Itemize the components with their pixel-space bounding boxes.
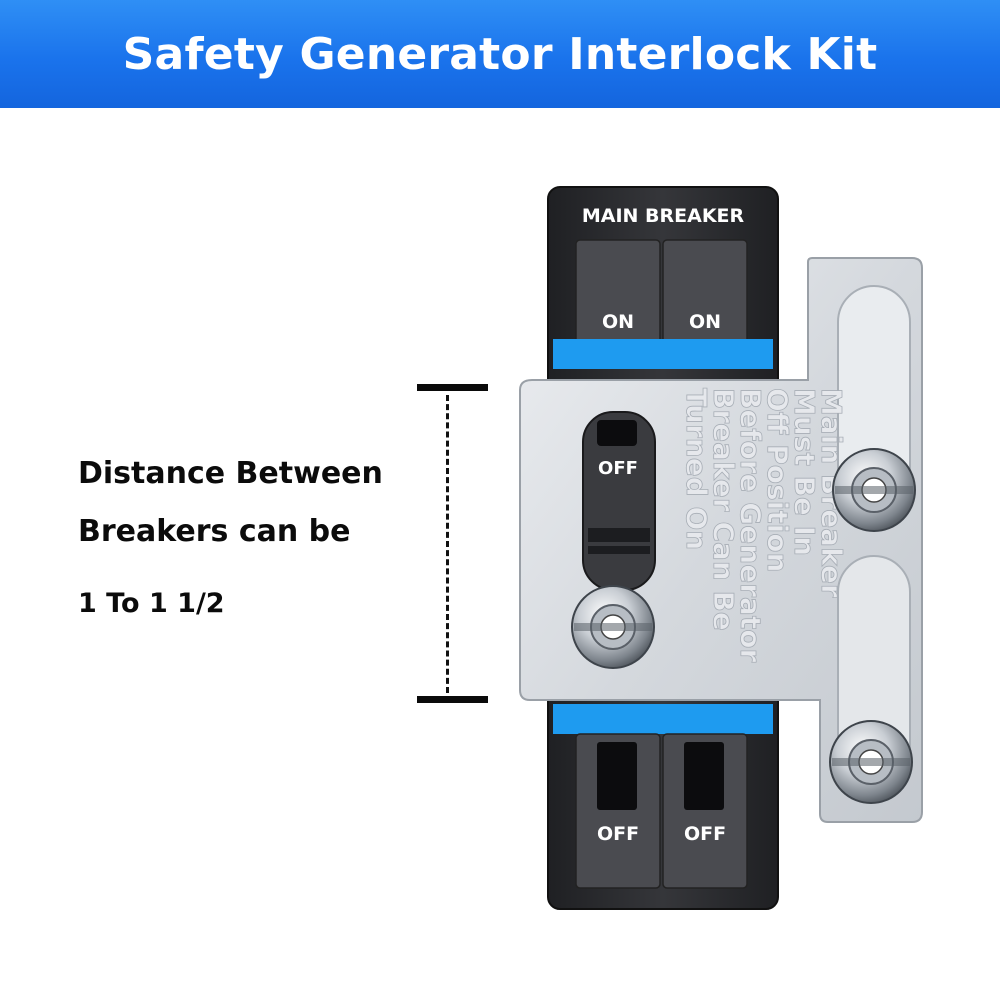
embossed-line-6: Turned On (680, 388, 713, 550)
top-right-label: ON (689, 311, 721, 333)
middle-handle-slot (597, 420, 637, 446)
dimension-top-bar (417, 384, 488, 391)
bottom-left-slot (597, 742, 637, 810)
dimension-dashed-line (446, 395, 449, 693)
top-accent-strip (553, 339, 773, 369)
caption-line-3: 1 To 1 1/2 (78, 588, 225, 619)
embossed-warning: Main Breaker Must Be In Off Position Bef… (680, 388, 849, 663)
lower-right-screw (829, 720, 913, 804)
caption-line-1: Distance Between (78, 456, 383, 491)
top-right-handle (662, 239, 748, 351)
embossed-line-5: Breaker Can Be (707, 388, 740, 631)
bottom-right-label: OFF (684, 823, 726, 845)
middle-handle: OFF (582, 411, 656, 591)
screw-icon (571, 585, 655, 669)
bottom-left-label: OFF (597, 823, 639, 845)
upper-right-screw (832, 448, 916, 532)
middle-handle-label: OFF (598, 458, 638, 479)
embossed-line-2: Must Be In (788, 388, 821, 556)
bottom-accent-strip (553, 704, 773, 734)
page-title: Safety Generator Interlock Kit (122, 28, 878, 80)
top-left-label: ON (602, 311, 634, 333)
top-left-handle (575, 239, 661, 351)
caption-line-2: Breakers can be (78, 514, 351, 549)
embossed-line-4: Before Generator (734, 388, 767, 663)
dimension-bottom-bar (417, 696, 488, 703)
panel-title: MAIN BREAKER (582, 205, 745, 227)
embossed-line-3: Off Position (761, 388, 794, 572)
title-banner: Safety Generator Interlock Kit (0, 0, 1000, 108)
interlock-plate: Main Breaker Must Be In Off Position Bef… (519, 257, 923, 823)
bottom-right-slot (684, 742, 724, 810)
